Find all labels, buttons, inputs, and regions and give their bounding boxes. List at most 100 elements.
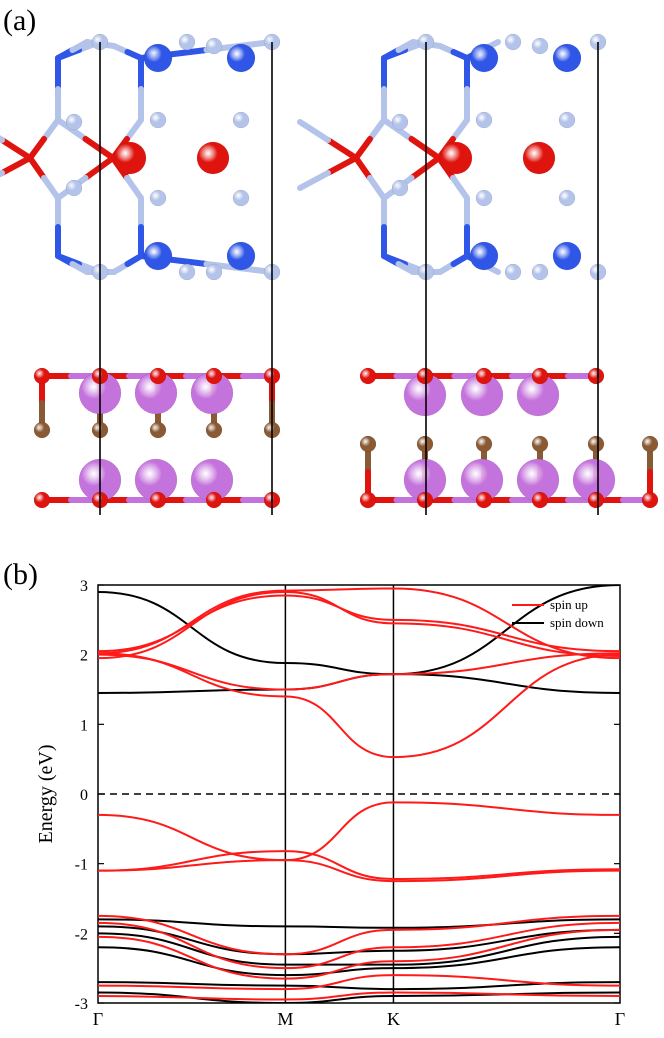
spin-up-band bbox=[98, 928, 620, 980]
nitrogen-atom bbox=[531, 263, 549, 281]
brown-atom bbox=[205, 421, 223, 439]
metal-atom bbox=[226, 43, 256, 73]
bond bbox=[27, 155, 47, 181]
legend-spin-down-label: spin down bbox=[550, 615, 604, 630]
oxygen-atom bbox=[475, 491, 493, 509]
y-axis-label: Energy (eV) bbox=[35, 744, 57, 843]
oxygen-atom bbox=[205, 367, 223, 385]
oxygen-atom bbox=[416, 367, 434, 385]
spin-down-band bbox=[98, 925, 620, 956]
oxygen-atom bbox=[531, 491, 549, 509]
bond bbox=[325, 155, 359, 176]
brown-atom bbox=[416, 435, 434, 453]
panel-a-label: (a) bbox=[3, 4, 37, 37]
spin-up-band bbox=[98, 590, 620, 660]
spin-up-band bbox=[98, 850, 620, 880]
bond bbox=[297, 119, 331, 143]
oxygen-atom bbox=[475, 367, 493, 385]
oxygen-atom bbox=[359, 367, 377, 385]
bond bbox=[353, 155, 373, 181]
spin-up-band bbox=[98, 652, 620, 759]
bond bbox=[124, 175, 144, 201]
brown-atom bbox=[531, 435, 549, 453]
bond bbox=[0, 137, 33, 161]
brown-atom bbox=[475, 435, 493, 453]
y-tick-label: -3 bbox=[75, 996, 88, 1013]
spin-up-band bbox=[98, 974, 620, 991]
oxygen-atom bbox=[439, 141, 473, 175]
spin-up-band bbox=[98, 921, 620, 970]
oxygen-atom bbox=[113, 141, 147, 175]
spin-up-band bbox=[98, 991, 620, 1001]
bond bbox=[0, 135, 5, 143]
x-tick-label: Γ bbox=[615, 1009, 625, 1029]
nitrogen-atom bbox=[558, 189, 576, 207]
oxygen-atom bbox=[641, 491, 659, 509]
nitrogen-atom bbox=[475, 189, 493, 207]
nitrogen-atom bbox=[504, 263, 522, 281]
brown-atom bbox=[587, 435, 605, 453]
y-tick-label: 0 bbox=[80, 787, 88, 804]
spin-up-band bbox=[98, 914, 620, 956]
x-tick-label: M bbox=[277, 1009, 293, 1029]
metal-atom bbox=[552, 43, 582, 73]
spin-down-band bbox=[98, 918, 620, 929]
brown-atom bbox=[33, 421, 51, 439]
oxygen-atom bbox=[587, 491, 605, 509]
brown-atom bbox=[359, 435, 377, 453]
bond bbox=[0, 170, 5, 178]
crystal-structures bbox=[0, 33, 659, 515]
spin-up-band bbox=[98, 801, 620, 862]
band-curves bbox=[98, 585, 620, 1003]
nitrogen-atom bbox=[178, 33, 196, 51]
oxygen-atom bbox=[149, 491, 167, 509]
nitrogen-atom bbox=[178, 263, 196, 281]
nitrogen-atom bbox=[504, 33, 522, 51]
bond bbox=[353, 136, 373, 161]
oxygen-atom bbox=[416, 491, 434, 509]
spin-down-band bbox=[98, 585, 620, 676]
bond bbox=[0, 155, 33, 176]
x-tick-label: Γ bbox=[93, 1009, 103, 1029]
bond bbox=[124, 117, 144, 142]
y-tick-label: 2 bbox=[80, 648, 88, 665]
nitrogen-atom bbox=[558, 111, 576, 129]
oxygen-atom bbox=[196, 141, 230, 175]
bond bbox=[297, 170, 331, 191]
oxygen-atom bbox=[522, 141, 556, 175]
metal-atom bbox=[469, 43, 499, 73]
bond bbox=[41, 175, 61, 201]
nitrogen-atom bbox=[391, 179, 409, 197]
metal-atom bbox=[226, 241, 256, 271]
bond bbox=[450, 175, 470, 201]
nitrogen-atom bbox=[391, 113, 409, 131]
nitrogen-atom bbox=[65, 113, 83, 131]
nitrogen-atom bbox=[205, 263, 223, 281]
y-tick-label: -2 bbox=[75, 926, 88, 943]
metal-atom bbox=[143, 43, 173, 73]
oxygen-atom bbox=[33, 367, 51, 385]
spin-down-band bbox=[98, 932, 620, 966]
oxygen-atom bbox=[33, 491, 51, 509]
bond bbox=[450, 117, 470, 142]
metal-atom bbox=[552, 241, 582, 271]
brown-atom bbox=[641, 435, 659, 453]
nitrogen-atom bbox=[149, 111, 167, 129]
nitrogen-atom bbox=[531, 37, 549, 55]
spin-up-band bbox=[98, 652, 620, 691]
oxygen-atom bbox=[359, 491, 377, 509]
legend-spin-up-label: spin up bbox=[550, 597, 588, 612]
nitrogen-atom bbox=[232, 111, 250, 129]
oxygen-atom bbox=[587, 367, 605, 385]
brown-atom bbox=[149, 421, 167, 439]
bond bbox=[41, 117, 61, 142]
legend: spin up spin down bbox=[512, 597, 604, 630]
bond bbox=[367, 175, 387, 201]
nitrogen-atom bbox=[65, 179, 83, 197]
spin-up-band bbox=[98, 859, 620, 883]
bond bbox=[27, 136, 47, 161]
spin-down-band bbox=[98, 946, 620, 977]
oxygen-atom bbox=[205, 491, 223, 509]
